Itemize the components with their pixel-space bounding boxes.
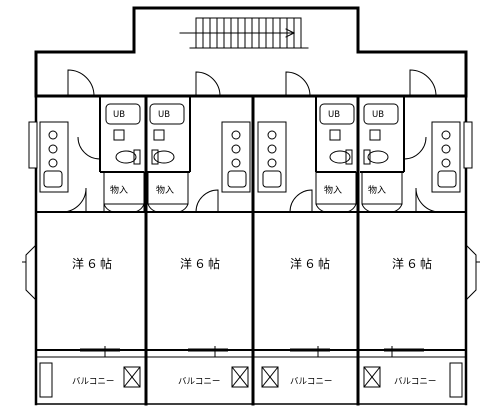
walls	[34, 6, 468, 406]
closet-label-1: 物入	[110, 184, 128, 196]
unit-2	[146, 71, 251, 388]
closet-label-2: 物入	[156, 184, 174, 196]
bath-label-3: UB	[328, 110, 340, 120]
bath-label-4: UB	[372, 110, 384, 120]
unit-1	[39, 69, 145, 398]
balcony-label-1: バルコニー	[72, 377, 114, 387]
room-label-2: 洋６帖	[180, 256, 222, 271]
room-label-1: 洋６帖	[72, 256, 114, 271]
balcony-label-3: バルコニー	[290, 377, 332, 387]
side-windows	[22, 121, 480, 301]
unit-4	[360, 69, 463, 398]
unit-3	[257, 71, 357, 388]
bath-label-1: UB	[113, 110, 125, 120]
balcony-label-2: バルコニー	[178, 377, 220, 387]
stair-arrow	[179, 28, 296, 38]
room-label-3: 洋６帖	[290, 256, 332, 271]
balcony-label-4: バルコニー	[394, 377, 436, 387]
room-label-4: 洋６帖	[392, 256, 434, 271]
closet-label-4: 物入	[368, 184, 386, 196]
bath-label-2: UB	[158, 110, 170, 120]
closet-label-3: 物入	[324, 184, 342, 196]
